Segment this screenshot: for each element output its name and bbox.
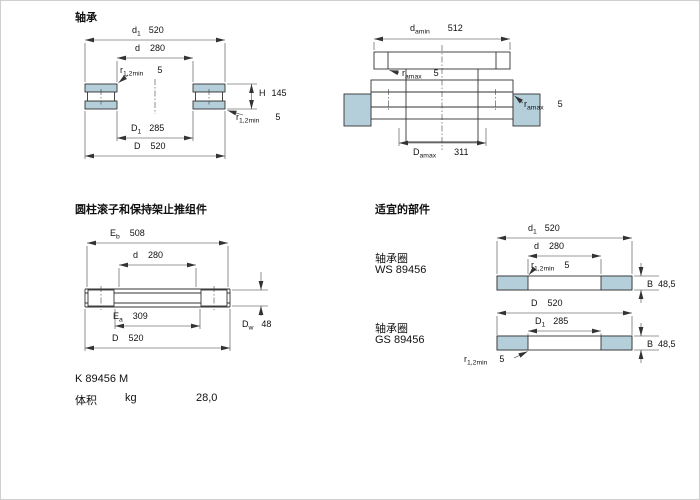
- mass-unit: kg: [125, 392, 137, 404]
- housing-abutment: [343, 93, 372, 127]
- section-title-bearing: 轴承: [75, 12, 97, 24]
- ws-type-label: 轴承圈: [375, 253, 408, 265]
- svg-text:B48,5: B48,5: [647, 339, 676, 349]
- ws-washer-section: [600, 275, 633, 291]
- gs-washer-section: [600, 335, 633, 351]
- ws-designation: WS 89456: [375, 264, 427, 276]
- assembly-designation: K 89456 M: [75, 373, 129, 385]
- svg-text:B48,5: B48,5: [647, 279, 676, 289]
- mass-label: 体积: [75, 395, 97, 407]
- section-title-assembly: 圆柱滚子和保持架止推组件: [75, 204, 207, 216]
- section-title-components: 适宜的部件: [375, 204, 430, 216]
- gs-type-label: 轴承圈: [375, 323, 408, 335]
- gs-designation: GS 89456: [375, 334, 425, 346]
- ws-washer-section: [496, 275, 529, 291]
- mass-value: 28,0: [196, 392, 218, 404]
- gs-washer-section: [496, 335, 529, 351]
